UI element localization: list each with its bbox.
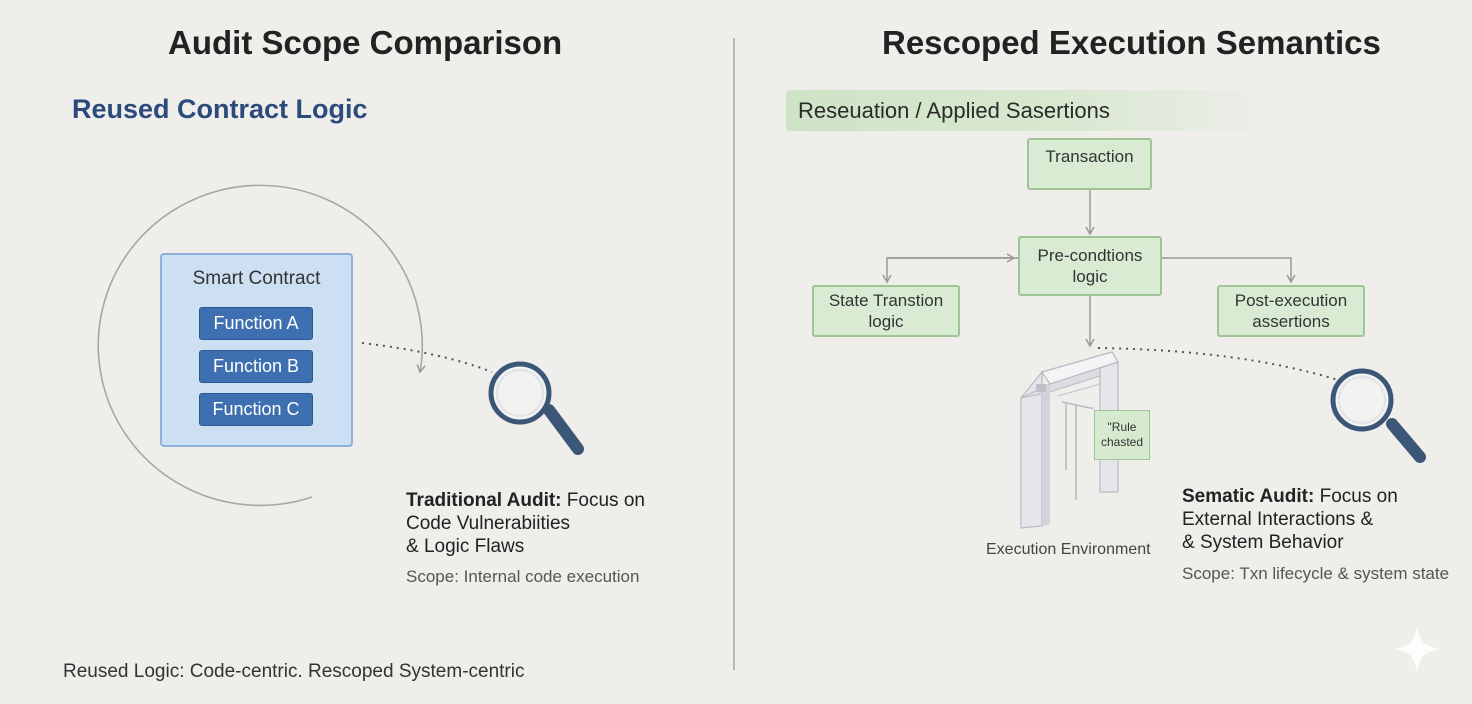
function-c: Function C	[199, 393, 313, 426]
left-subtitle: Reused Contract Logic	[72, 94, 368, 124]
semantic-audit-scope: Scope: Txn lifecycle & system state	[1182, 564, 1450, 583]
right-dotted-link	[1097, 347, 1339, 381]
footer-note: Reused Logic: Code-centric. Rescoped Sys…	[63, 661, 525, 682]
scope-circle-arrow	[97, 184, 426, 507]
sparkle-icon	[1394, 626, 1440, 672]
left-title: Audit Scope Comparison	[168, 24, 563, 61]
magnifying-glass-icon	[488, 361, 584, 455]
post-execution-node: Post-execution assertions	[1217, 285, 1365, 337]
state-transition-node: State Transtion logic	[812, 285, 960, 337]
execution-environment-label: Execution Environment	[986, 541, 1151, 558]
semantic-audit-label: Sematic Audit:	[1182, 486, 1315, 507]
rule-card: "Rule chasted	[1094, 410, 1150, 460]
traditional-audit-scope: Scope: Internal code execution	[406, 567, 640, 586]
semantic-audit-caption: Sematic Audit: Focus on External Interac…	[1182, 486, 1398, 553]
arrow-precondition-post	[1162, 257, 1296, 284]
traditional-audit-caption: Traditional Audit: Focus on Code Vulnera…	[406, 490, 645, 557]
preconditions-node: Pre-condtions logic	[1018, 236, 1162, 296]
right-title: Rescoped Execution Semantics	[882, 24, 1381, 61]
function-a: Function A	[199, 307, 313, 340]
transaction-node: Transaction	[1027, 138, 1152, 190]
traditional-audit-label: Traditional Audit:	[406, 490, 562, 511]
panel-divider	[733, 38, 735, 670]
arrow-precondition-state	[882, 257, 1018, 284]
left-dotted-link	[361, 342, 493, 373]
function-b: Function B	[199, 350, 313, 383]
magnifying-glass-icon	[1330, 368, 1426, 463]
smart-contract-title: Smart Contract	[192, 268, 321, 289]
assertions-banner-text: Reseuation / Applied Sasertions	[798, 98, 1110, 123]
assertions-banner	[786, 90, 1286, 131]
